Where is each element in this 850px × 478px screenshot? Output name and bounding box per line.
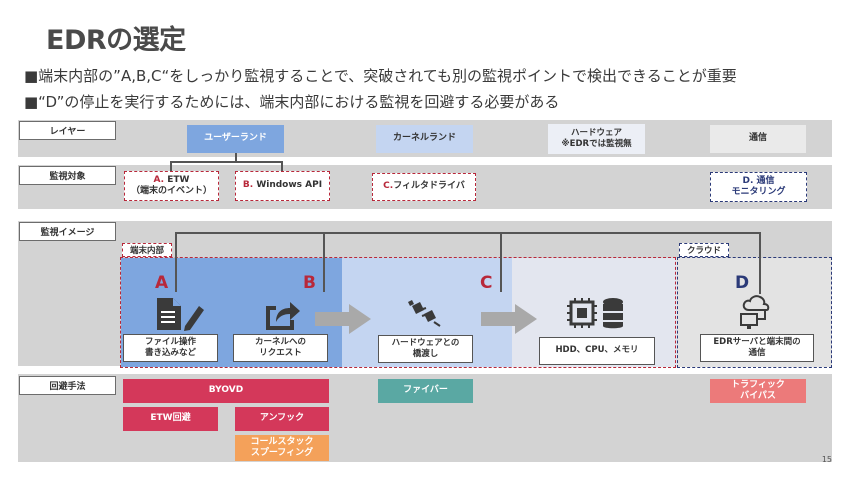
connector (175, 232, 177, 292)
label-hardware-bridge: ハードウェアとの 橋渡し (378, 335, 473, 363)
evasion-byovd: BYOVD (123, 379, 329, 403)
cpu-database-icon (567, 298, 623, 329)
row-label-layer: レイヤー (19, 121, 116, 140)
label-hardware-devices: HDD、CPU、メモリ (539, 337, 655, 365)
target-b-prefix: B. (242, 180, 254, 191)
file-edit-icon (157, 298, 204, 331)
letter-b: B (303, 273, 316, 293)
layer-kernelland: カーネルランド (376, 125, 473, 153)
cloud-outline (677, 257, 832, 368)
evasion-traffic-bypass: トラフィック バイパス (710, 379, 806, 403)
row-label-evasion: 回避手法 (19, 376, 116, 395)
connector (170, 161, 283, 163)
target-b-text: Windows API (253, 180, 323, 191)
connector (281, 161, 283, 171)
cloud-tag: クラウド (679, 243, 729, 257)
letter-c: C (480, 273, 493, 293)
connector (500, 232, 502, 292)
terminal-internal-outline (120, 257, 676, 368)
row-label-image: 監視イメージ (19, 222, 116, 241)
connector (235, 153, 237, 162)
target-b-windows-api: B. Windows API (235, 171, 330, 201)
evasion-callstack-spoofing: コールスタック スプーフィング (235, 435, 329, 461)
row-label-target: 監視対象 (19, 166, 116, 185)
connector (170, 161, 172, 171)
layer-network: 通信 (710, 125, 806, 153)
bullet-1: ■端末内部の”A,B,C“をしっかり監視することで、突破されても別の監視ポイント… (24, 67, 737, 85)
evasion-unhook: アンフック (235, 407, 329, 431)
target-c-filter-driver: C.フィルタドライバ (372, 173, 476, 201)
cloud-computer-icon (740, 295, 770, 329)
target-a-text: ETW （端末のイベント） (130, 174, 212, 196)
target-c-prefix: C. (383, 181, 394, 192)
bullet-2: ■“D”の停止を実行するためには、端末内部における監視を回避する必要がある (24, 93, 560, 111)
connector (759, 232, 761, 294)
share-arrow-icon (266, 302, 300, 330)
letter-a: A (155, 273, 169, 293)
arrow-right-icon (315, 304, 371, 334)
connector (175, 232, 760, 234)
layer-userland: ユーザーランド (187, 125, 284, 153)
target-c-text: フィルタドライバ (393, 181, 465, 192)
page-number: 15 (821, 455, 832, 464)
letter-d: D (735, 273, 750, 293)
label-file-operations: ファイル操作 書き込みなど (123, 334, 218, 362)
terminal-internal-tag: 端末内部 (122, 243, 172, 257)
layer-hardware: ハードウェア ※EDRでは監視無 (548, 124, 645, 154)
target-d-comm-monitoring: D. 通信 モニタリング (710, 172, 807, 202)
connector (323, 232, 325, 292)
label-kernel-request: カーネルへの リクエスト (233, 334, 328, 362)
target-a-prefix: A. (153, 174, 165, 185)
target-a-etw: A. ETW （端末のイベント） (124, 171, 219, 201)
label-edr-communication: EDRサーバと端末間の 通信 (700, 334, 814, 362)
evasion-fiber: ファイバー (378, 379, 473, 403)
evasion-etw: ETW回避 (123, 407, 218, 431)
plug-icon (408, 300, 441, 327)
arrow-right-icon (481, 304, 537, 334)
page-title: EDRの選定 (46, 25, 186, 56)
